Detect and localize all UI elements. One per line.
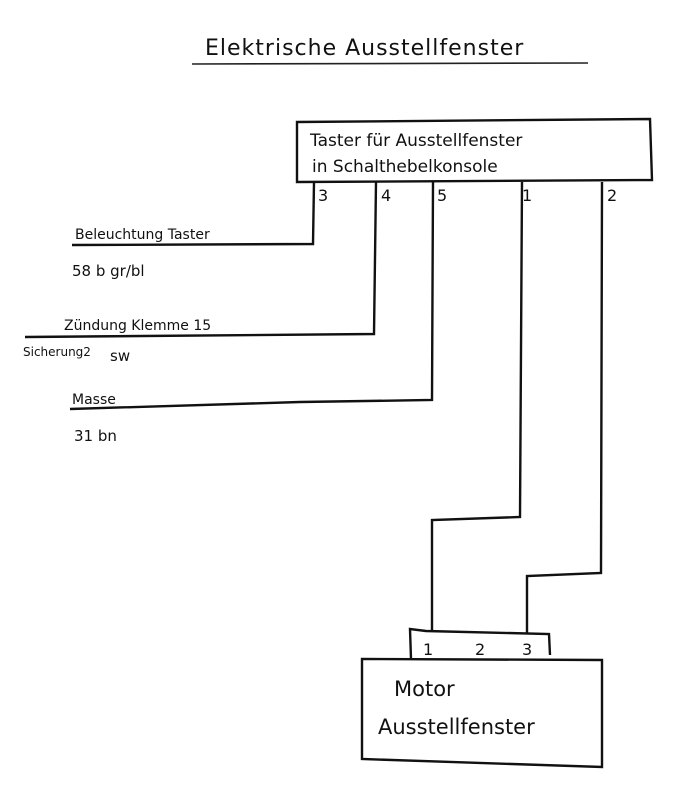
motor-connector-outline <box>408 627 552 660</box>
switch-label-line1: Taster für Ausstellfenster <box>309 131 522 151</box>
connection-prefix-zuendung: Sicherung2 <box>23 345 91 359</box>
motor-pin-1: 1 <box>423 640 433 659</box>
connection-detail-masse: 31 bn <box>74 427 117 445</box>
switch-pin-3: 3 <box>318 186 328 205</box>
title-underline <box>191 62 589 65</box>
switch-pin-2: 2 <box>607 186 617 205</box>
wire-pin4-zuendung <box>24 181 378 339</box>
motor-label-line1: Motor <box>394 677 455 701</box>
motor-connector: 1 2 3 <box>408 627 552 660</box>
connection-label-masse: Masse <box>72 392 116 408</box>
connection-detail-beleuchtung: 58 b gr/bl <box>72 262 145 280</box>
connection-label-beleuchtung: Beleuchtung Taster <box>75 227 210 243</box>
switch-label-line2: in Schalthebelkonsole <box>312 157 498 177</box>
motor-box: Motor Ausstellfenster <box>360 657 604 769</box>
switch-pin-1: 1 <box>522 186 532 205</box>
motor-pin-3: 3 <box>522 640 532 659</box>
switch-pin-5: 5 <box>437 186 447 205</box>
switch-box-outline <box>295 117 654 184</box>
wire-pin3-beleuchtung <box>71 181 316 247</box>
motor-box-outline <box>360 657 604 769</box>
wire-pin5-masse <box>69 181 435 411</box>
wire-pin2-motor3 <box>525 181 604 634</box>
connection-label-zuendung: Zündung Klemme 15 <box>64 318 211 334</box>
motor-pin-2: 2 <box>475 640 485 659</box>
connection-detail-zuendung: sw <box>110 347 130 365</box>
switch-box: Taster für Ausstellfenster in Schalthebe… <box>295 117 654 205</box>
diagram-title: Elektrische Ausstellfenster <box>205 36 524 61</box>
motor-label-line2: Ausstellfenster <box>378 715 535 739</box>
wire-pin1-motor1 <box>430 181 524 632</box>
switch-pin-4: 4 <box>381 186 391 205</box>
